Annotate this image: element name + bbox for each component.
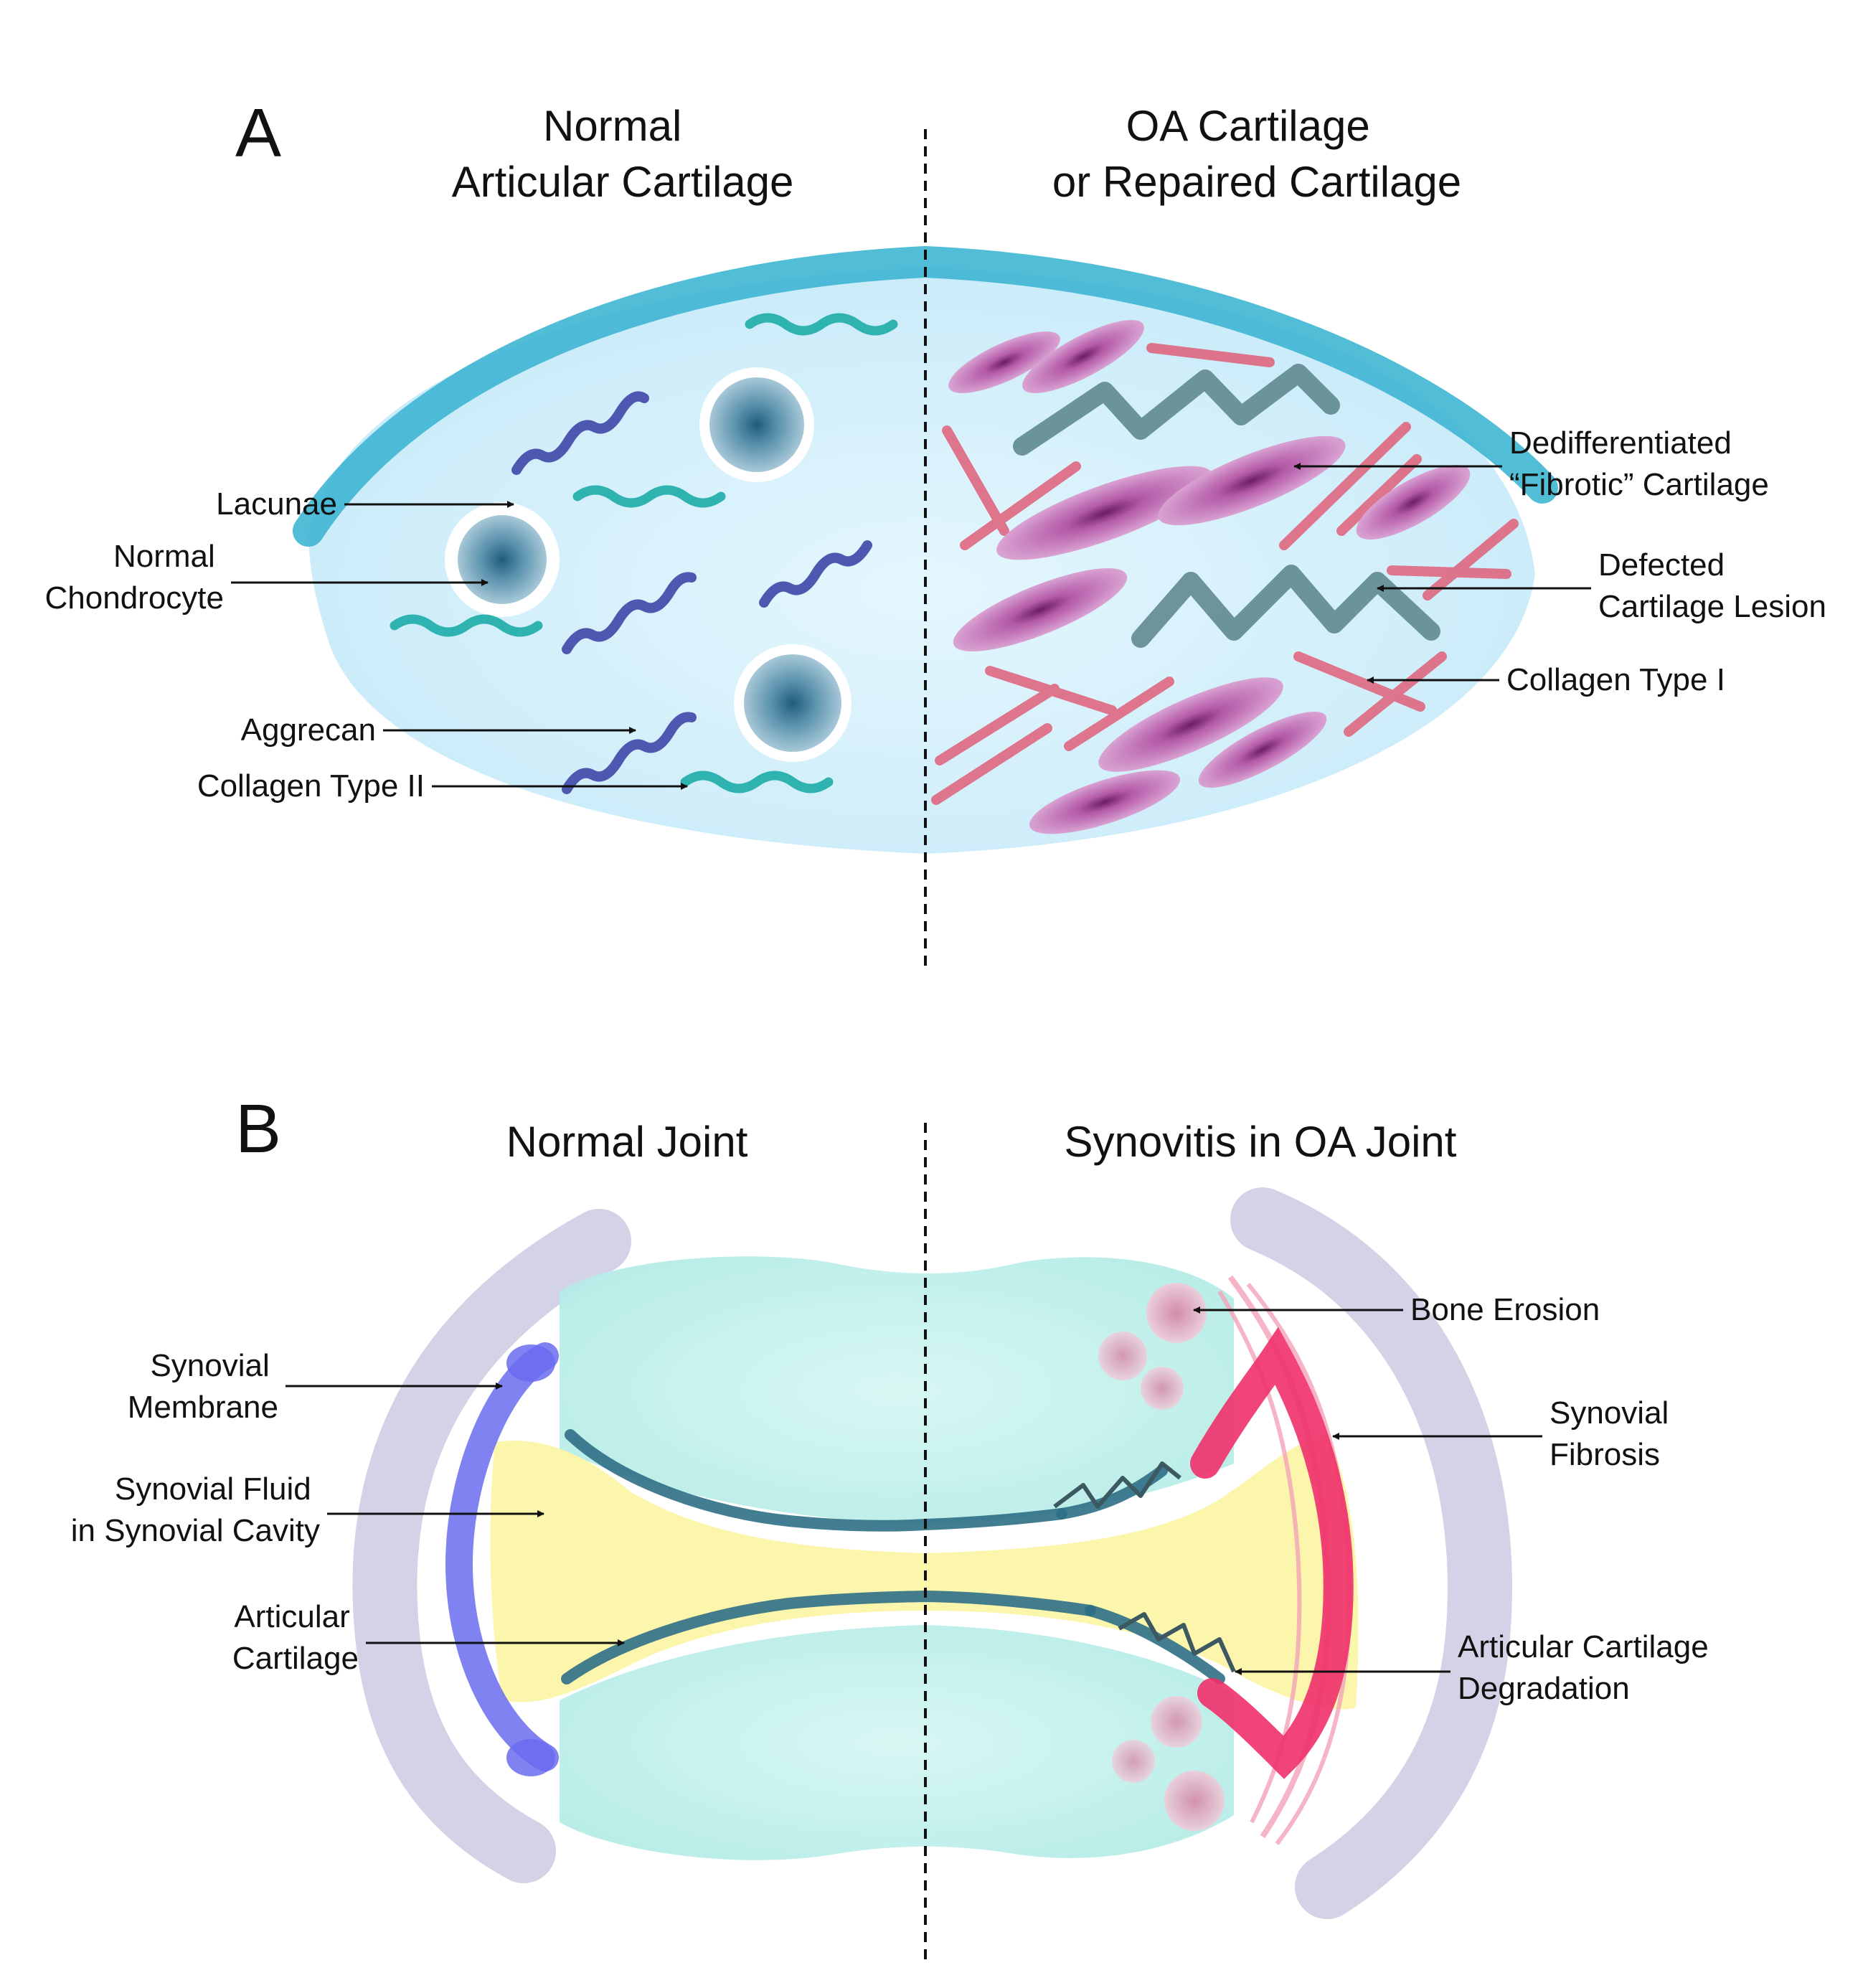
panel-a-letter: A xyxy=(235,95,281,171)
fibrotic-cell xyxy=(1198,711,1327,788)
collagen-i-fiber xyxy=(931,723,1052,805)
synovial-membrane xyxy=(445,1342,559,1771)
lesion-zigzag xyxy=(1131,565,1440,648)
aggrecan-group xyxy=(511,391,872,794)
fibrotic-cell xyxy=(948,331,1060,393)
degraded-cartilage-zigzag-lower xyxy=(1118,1612,1236,1673)
aggrecan-strand xyxy=(759,540,872,608)
label-synovial-membrane: Synovial Membrane xyxy=(128,1348,278,1425)
lower-bone xyxy=(560,1625,1234,1860)
label-cartilage-degradation: Articular Cartilage Degradation xyxy=(1458,1629,1717,1706)
synovial-membrane-end-bottom xyxy=(506,1739,555,1776)
aggrecan-strand xyxy=(511,391,649,475)
panel-a: A Normal Articular Cartilage OA Cartilag… xyxy=(45,95,1826,969)
label-articular-cartilage: Articular Cartilage xyxy=(232,1599,359,1676)
collagen-i-fiber xyxy=(1146,343,1275,367)
label-dedifferentiated: Dedifferentiated “Fibrotic” Cartilage xyxy=(1509,425,1769,502)
fibrotic-cell xyxy=(1022,320,1144,393)
fibrotic-cell xyxy=(1029,770,1181,834)
joint-capsule-right xyxy=(1230,1187,1512,1919)
panel-b-letter: B xyxy=(235,1090,281,1167)
panel-a-right-title: OA Cartilage or Repaired Cartilage xyxy=(1052,102,1461,206)
label-collagen-type-ii: Collagen Type II xyxy=(197,768,425,804)
label-lacunae: Lacunae xyxy=(216,486,337,522)
normal-chondrocyte xyxy=(709,377,804,472)
collagen-i-group xyxy=(931,343,1519,805)
bone-erosion xyxy=(1141,1367,1184,1410)
collagen-i-fiber xyxy=(1279,422,1411,550)
synovial-fibrosis xyxy=(1190,1275,1354,1845)
articular-cartilage-lower xyxy=(561,1590,1096,1685)
bone-erosion xyxy=(1151,1696,1202,1748)
collagen-i-fiber xyxy=(1423,519,1519,600)
label-normal-chondrocyte: Normal Chondrocyte xyxy=(45,539,224,616)
fibrotic-cell xyxy=(1098,677,1283,772)
upper-bone xyxy=(560,1256,1234,1525)
collagen-i-fiber xyxy=(1293,651,1425,712)
fibrotic-cell-group xyxy=(948,320,1471,834)
normal-chondrocyte xyxy=(458,515,547,604)
degraded-cartilage-zigzag-upper xyxy=(1053,1461,1181,1509)
synovial-membrane-end-top xyxy=(506,1344,555,1382)
fibrotic-cell xyxy=(1158,435,1346,526)
collagen-i-fiber xyxy=(960,461,1081,550)
collagen-i-fiber xyxy=(942,425,1009,536)
normal-chondrocyte xyxy=(744,654,841,752)
label-collagen-type-i: Collagen Type I xyxy=(1506,662,1725,697)
collagen-ii-strand xyxy=(745,313,898,336)
collagen-i-fiber xyxy=(1344,651,1447,737)
bone-erosion xyxy=(1098,1332,1147,1380)
fibrotic-cell xyxy=(953,567,1128,652)
lesion-zigzag xyxy=(1013,364,1340,456)
bone-erosion-group xyxy=(1098,1283,1225,1831)
articular-cartilage-upper xyxy=(565,1429,1067,1532)
panel-b-right-title: Synovitis in OA Joint xyxy=(1065,1118,1457,1166)
fibrotic-cell xyxy=(1356,465,1471,540)
joint-capsule-left xyxy=(352,1209,631,1883)
panel-b: B Normal Joint Synovitis in OA Joint xyxy=(71,1090,1717,1966)
bone-erosion xyxy=(1112,1740,1155,1783)
cartilage-surface xyxy=(293,245,1558,547)
collagen-ii-strand xyxy=(572,485,726,508)
collagen-i-fiber xyxy=(1064,677,1174,751)
fibrotic-cell xyxy=(996,466,1213,560)
aggrecan-strand xyxy=(562,572,697,654)
panel-a-left-title: Normal Articular Cartilage xyxy=(452,102,794,206)
label-synovial-fluid: Synovial Fluid in Synovial Cavity xyxy=(71,1471,320,1548)
collagen-ii-group xyxy=(390,313,898,793)
label-bone-erosion: Bone Erosion xyxy=(1410,1292,1600,1327)
bone-erosion xyxy=(1146,1283,1207,1343)
cartilage-lesion-group xyxy=(1013,364,1440,648)
label-defected-lesion: Defected Cartilage Lesion xyxy=(1598,547,1826,624)
bone-erosion xyxy=(1164,1771,1225,1831)
panel-b-left-title: Normal Joint xyxy=(506,1118,748,1166)
aggrecan-strand xyxy=(562,712,697,794)
label-aggrecan: Aggrecan xyxy=(241,712,376,748)
collagen-ii-strand xyxy=(680,771,834,793)
synovial-fibrosis-band xyxy=(1190,1327,1354,1779)
label-synovial-fibrosis: Synovial Fibrosis xyxy=(1549,1395,1678,1472)
collagen-i-fiber xyxy=(935,684,1060,765)
collagen-i-fiber xyxy=(1336,454,1422,536)
collagen-ii-strand xyxy=(390,614,543,637)
